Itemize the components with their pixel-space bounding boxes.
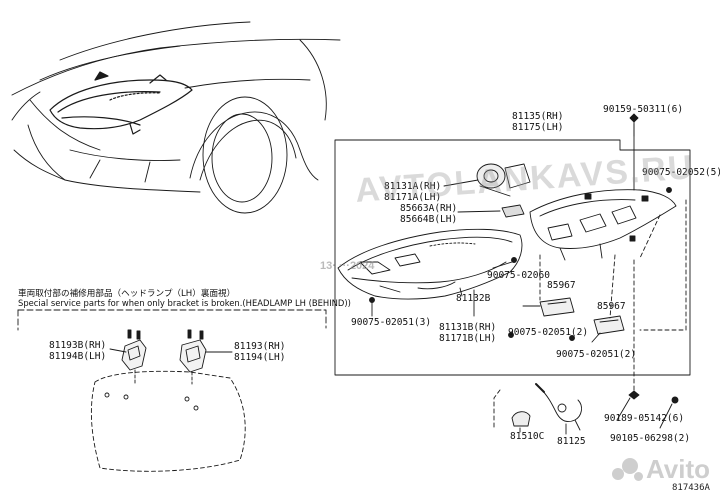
- main-exploded-frame: [334, 139, 691, 376]
- label-81125: 81125: [557, 436, 586, 447]
- label-90105: 90105-06298(2): [610, 433, 691, 444]
- module-85967-a: [539, 297, 575, 317]
- note-english: Special service parts for when only brac…: [18, 298, 351, 308]
- bulb-81510c: [511, 411, 531, 433]
- headlamp-assembly-front: [337, 228, 523, 300]
- label-85663a: 85663A(RH) 85664B(LH): [400, 203, 458, 225]
- label-90075-02051-2b: 90075-02051(2): [556, 349, 637, 360]
- module-85967-b: [593, 315, 625, 335]
- note-japanese: 車両取付部の補修用部品（ヘッドランプ（LH）裏面視）: [18, 289, 236, 299]
- label-81132b: 81132B: [456, 293, 491, 304]
- label-90075-02060: 90075-02060: [487, 270, 550, 281]
- bracket-81193: [179, 329, 207, 373]
- label-90075-02051-3: 90075-02051(3): [351, 317, 432, 328]
- wiring-harness: [535, 383, 582, 435]
- label-85967-b: 85967: [597, 301, 626, 312]
- label-90189: 90189-05142(6): [604, 413, 685, 424]
- car-front-outline: [11, 21, 341, 214]
- headlamp-housing-rear: [529, 189, 677, 261]
- watermark-phone: 13· ···2024: [320, 260, 375, 272]
- label-81193b: 81193B(RH) 81194B(LH): [49, 340, 107, 362]
- label-90075-02052: 90075-02052(5): [642, 167, 720, 178]
- label-90159: 90159-50311(6): [603, 104, 684, 115]
- bracket-detail-frame: [17, 309, 327, 329]
- headlamp-on-car: [49, 71, 193, 135]
- label-90075-02051-2a: 90075-02051(2): [508, 327, 589, 338]
- label-81193: 81193(RH) 81194(LH): [234, 341, 286, 363]
- label-81510c: 81510C: [510, 431, 545, 442]
- label-81131b: 81131B(RH) 81171B(LH): [439, 322, 497, 344]
- avito-logo-icon: [612, 458, 646, 484]
- bracket-81193b: [121, 329, 147, 371]
- label-81135: 81135(RH) 81175(LH): [512, 111, 564, 133]
- label-81131a: 81131A(RH) 81171A(LH): [384, 181, 442, 203]
- avito-watermark: Avito: [612, 454, 710, 485]
- projector-module: [476, 163, 531, 197]
- label-85967-a: 85967: [547, 280, 576, 291]
- headlamp-back-view: [90, 369, 246, 472]
- diagram-code: 817436A: [672, 483, 710, 493]
